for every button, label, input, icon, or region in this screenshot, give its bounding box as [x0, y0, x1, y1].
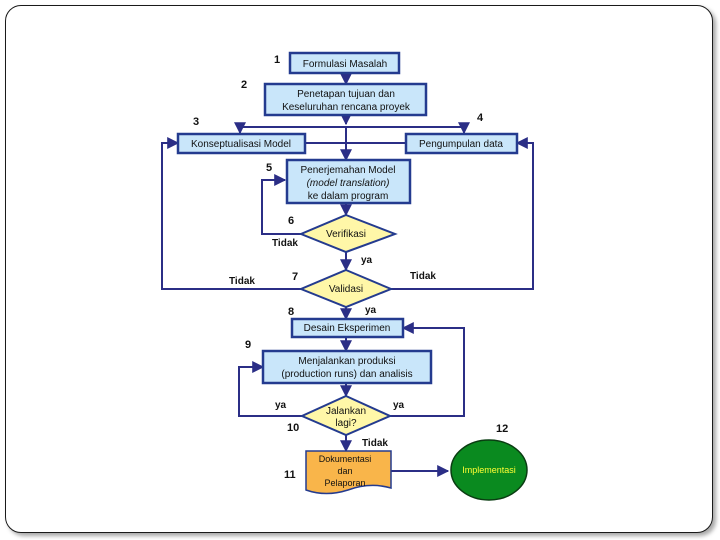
loop-jalankan-ya-right [390, 322, 465, 417]
step-5-penerjemahan-model: Penerjemahan Model (model translation) k… [285, 158, 412, 205]
step-6-verifikasi-decision: Verifikasi [298, 213, 398, 254]
step-4-pengumpulan-data: Pengumpulan data [404, 132, 519, 155]
edge-label-verifikasi-ya: ya [361, 255, 373, 266]
step-11-label-line-1: Dokumentasi [319, 454, 372, 464]
step-10-number: 10 [287, 422, 299, 434]
step-7-label: Validasi [329, 284, 363, 295]
step-11-label-line-2: dan [337, 466, 352, 476]
step-2-label-line-2: Keseluruhan rencana proyek [282, 102, 411, 113]
step-3-number: 3 [193, 116, 199, 128]
step-10-jalankan-lagi-decision: Jalankan lagi? [299, 394, 393, 437]
step-5-label-line-3: ke dalam program [308, 191, 389, 202]
loop-jalankan-ya-left [238, 361, 302, 417]
step-5-label-line-1: Penerjemahan Model [300, 165, 395, 176]
edge-label-jalankan-ya-right: ya [393, 400, 405, 411]
loop-validasi-tidak-left [161, 137, 301, 290]
step-11-dokumentasi-pelaporan: Dokumentasi dan Pelaporan [305, 450, 392, 495]
edge-label-jalankan-tidak: Tidak [362, 438, 388, 449]
step-4-label: Pengumpulan data [419, 139, 503, 150]
step-4-number: 4 [477, 112, 484, 124]
step-12-implementasi: Implementasi [450, 439, 528, 501]
step-11-number: 11 [284, 469, 296, 481]
step-8-desain-eksperimen: Desain Eksperimen [290, 317, 405, 339]
step-7-validasi-decision: Validasi [298, 268, 394, 309]
step-5-number: 5 [266, 162, 272, 174]
step-9-menjalankan-produksi: Menjalankan produksi (production runs) d… [261, 349, 433, 385]
step-1-number: 1 [274, 54, 280, 66]
step-3-konseptualisasi-model: Konseptualisasi Model [176, 132, 307, 155]
step-2-number: 2 [241, 79, 247, 91]
edge-label-verifikasi-tidak: Tidak [272, 238, 298, 249]
step-6-number: 6 [288, 215, 294, 227]
step-12-number: 12 [496, 423, 508, 435]
step-3-label: Konseptualisasi Model [191, 139, 291, 150]
loop-verifikasi-tidak [261, 174, 301, 235]
step-9-label-line-2: (production runs) dan analisis [281, 369, 412, 380]
connectors [161, 73, 534, 477]
step-2-label-line-1: Penetapan tujuan dan [297, 89, 395, 100]
step-5-label-line-2: (model translation) [307, 178, 390, 189]
loop-validasi-tidak-right [391, 137, 534, 290]
step-11-label-line-3: Pelaporan [324, 478, 365, 488]
step-8-number: 8 [288, 306, 294, 318]
step-1-label: Formulasi Masalah [303, 59, 387, 70]
step-7-number: 7 [292, 271, 298, 283]
step-9-number: 9 [245, 339, 251, 351]
step-6-label: Verifikasi [326, 229, 366, 240]
step-8-label: Desain Eksperimen [304, 323, 391, 334]
step-10-label-line-1: Jalankan [326, 406, 366, 417]
step-9-label-line-1: Menjalankan produksi [298, 356, 395, 367]
step-10-label-line-2: lagi? [335, 418, 357, 429]
edge-label-validasi-ya: ya [365, 305, 377, 316]
edge-label-validasi-tidak-right: Tidak [410, 271, 436, 282]
step-1-formulasi-masalah: Formulasi Masalah [288, 51, 401, 75]
edge-label-validasi-tidak-left: Tidak [229, 276, 255, 287]
edge-label-jalankan-ya-left: ya [275, 400, 287, 411]
step-2-penetapan-tujuan: Penetapan tujuan dan Keseluruhan rencana… [263, 82, 428, 117]
step-12-label: Implementasi [462, 465, 516, 475]
